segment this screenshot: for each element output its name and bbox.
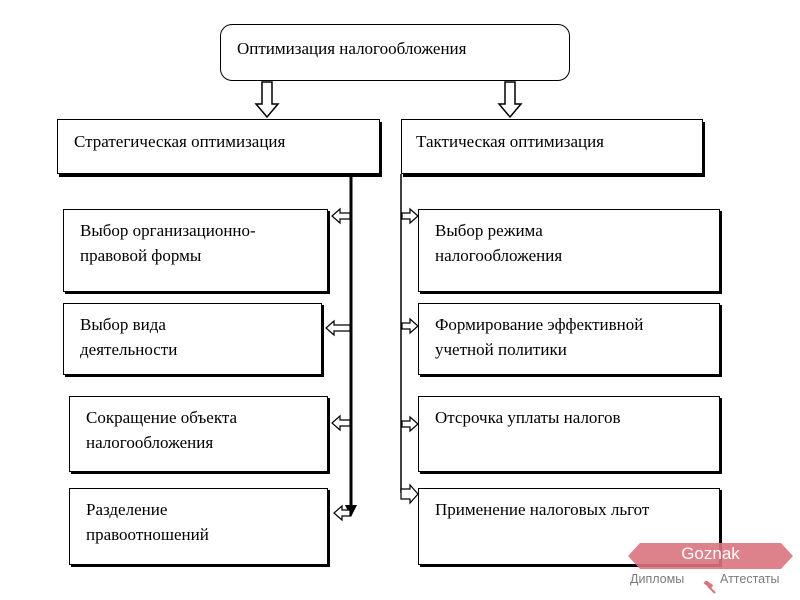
leaf-text-line: Выбор режима [435,221,543,240]
leaf-text-line: Формирование эффективной [435,315,644,334]
arrow-to-tax-benefits [400,483,419,505]
leaf-text-line: правоотношений [86,525,209,544]
leaf-text-line: Отсрочка уплаты налогов [435,408,621,427]
tactical-branch-label: Тактическая оптимизация [416,132,605,151]
gavel-icon [703,581,716,594]
leaf-text-line: Применение налоговых льгот [435,500,650,519]
strategic-branch-node: Стратегическая оптимизация [57,119,380,174]
leaf-legal-relations: Разделение правоотношений [69,488,328,565]
root-label: Оптимизация налогообложения [237,39,467,58]
watermark-badge [628,543,793,569]
tactical-branch-node: Тактическая оптимизация [401,119,703,174]
leaf-text-line: правовой формы [80,246,202,265]
watermark-left-caption: Дипломы [630,572,685,586]
leaf-text-line: деятельности [80,340,178,359]
leaf-text-line: налогообложения [435,246,563,265]
leaf-tax-object: Сокращение объекта налогообложения [69,396,328,472]
leaf-accounting-policy: Формирование эффективной учетной политик… [418,303,720,375]
strategic-branch-label: Стратегическая оптимизация [74,132,286,151]
goznak-watermark: Goznak Дипломы Аттестаты [628,543,793,598]
arrow-to-tax-deferral [401,415,419,433]
down-arrow-tactical [497,81,523,119]
arrow-to-activity-type [325,319,351,337]
arrow-to-legal-relations [333,504,351,522]
leaf-activity-type: Выбор вида деятельности [63,303,322,375]
strategic-trunk-arrowhead [345,505,357,517]
arrow-to-tax-object [331,414,351,432]
leaf-text-line: Выбор организационно- [80,221,256,240]
down-arrow-strategic [254,81,280,119]
leaf-tax-deferral: Отсрочка уплаты налогов [418,396,720,472]
leaf-text-line: налогообложения [86,433,214,452]
watermark-brand: Goznak [681,544,740,563]
watermark-right-caption: Аттестаты [720,572,780,586]
arrow-to-accounting-policy [401,317,419,335]
leaf-legal-form: Выбор организационно- правовой формы [63,209,328,292]
leaf-text-line: Разделение [86,500,168,519]
root-node: Оптимизация налогообложения [220,24,570,81]
leaf-text-line: Выбор вида [80,315,166,334]
leaf-text-line: Сокращение объекта [86,408,238,427]
arrow-to-legal-form [331,207,351,225]
leaf-text-line: учетной политики [435,340,567,359]
leaf-tax-regime: Выбор режима налогообложения [418,209,720,292]
arrow-to-tax-regime [401,207,419,225]
